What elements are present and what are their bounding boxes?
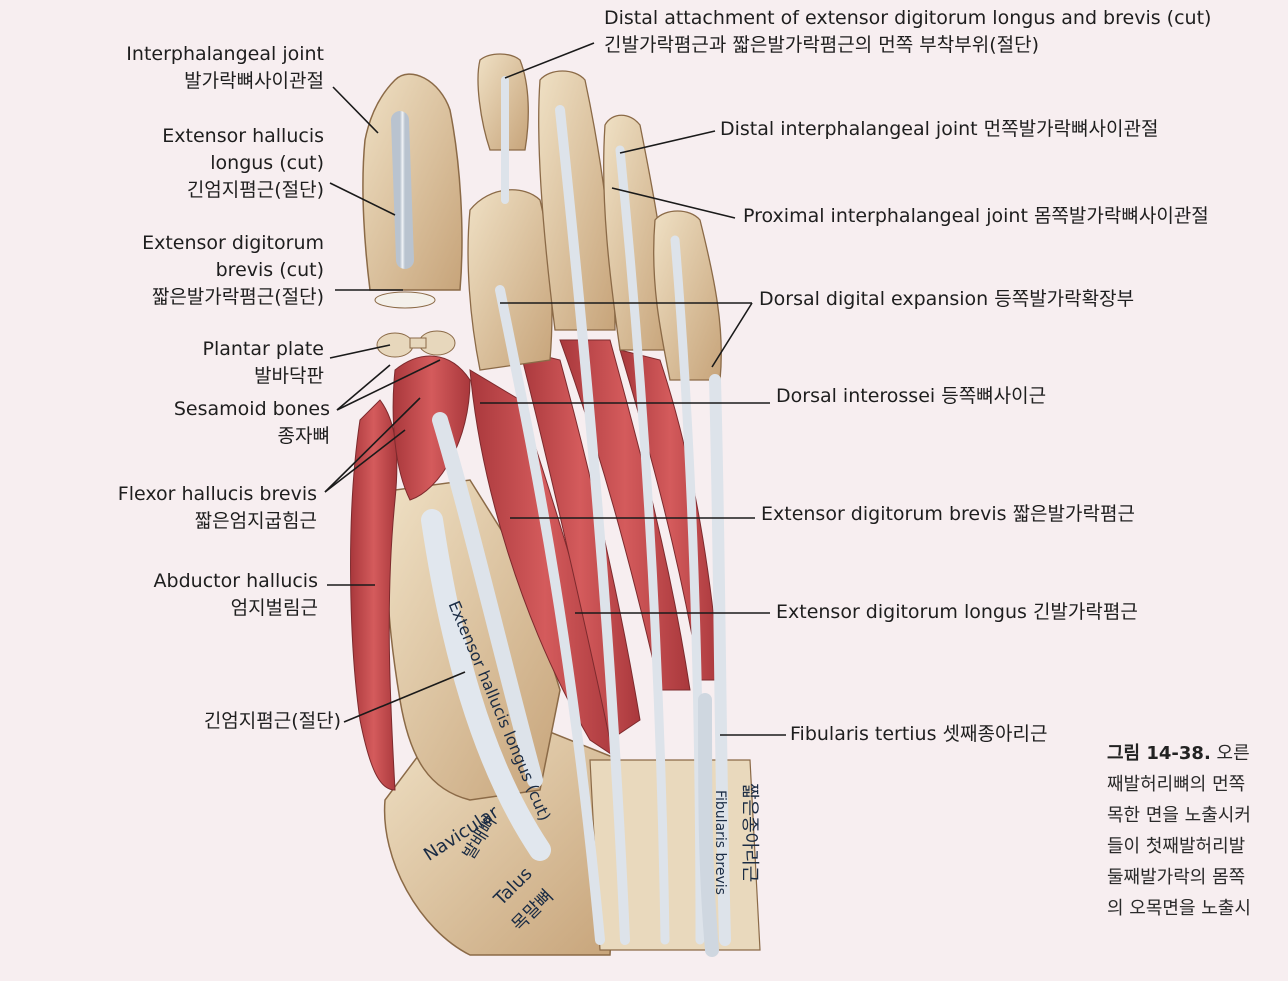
caption-line-4: 둘째발가락의 몸쪽 (1107, 867, 1246, 888)
caption-line-0: 오른 (1216, 743, 1250, 764)
edb-cut-ko: 짧은발가락폄근(절단) (151, 286, 324, 308)
plantar-plate-and-sesamoids (374, 291, 456, 358)
label-pip-joint: Proximal interphalangeal joint 몸쪽발가락뼈사이관… (743, 205, 1209, 227)
abductor-ko: 엄지벌림근 (230, 597, 318, 619)
distal-attachment-en: Distal attachment of extensor digitorum … (604, 7, 1212, 29)
figure-number: 그림 14-38. (1107, 743, 1211, 764)
label-edl: Extensor digitorum longus 긴발가락폄근 (776, 601, 1138, 623)
sesamoid-en: Sesamoid bones (173, 398, 330, 420)
plantar-plate-en: Plantar plate (202, 338, 325, 360)
label-edb: Extensor digitorum brevis 짧은발가락폄근 (761, 503, 1135, 525)
label-sesamoid-bones: Sesamoid bones 종자뼈 (60, 396, 330, 450)
ehl-ko-text: 긴엄지폄근(절단) (203, 710, 341, 732)
interphalangeal-en: Interphalangeal joint (126, 43, 324, 65)
ehl-cut-ko: 긴엄지폄근(절단) (186, 179, 324, 201)
label-abductor-hallucis: Abductor hallucis 엄지벌림근 (60, 568, 318, 622)
caption-line-2: 목한 면을 노출시커 (1107, 805, 1251, 826)
caption-line-3: 들이 첫째발허리발 (1107, 836, 1246, 857)
caption-line-5: 의 오목면을 노출시 (1107, 898, 1251, 919)
abductor-en: Abductor hallucis (153, 570, 318, 592)
label-flexor-hallucis-brevis: Flexor hallucis brevis 짧은엄지굽힘근 (40, 481, 317, 535)
figure-caption: 그림 14-38. 오른 째발허리뼈의 먼쪽 목한 면을 노출시커 들이 첫째발… (1107, 738, 1288, 924)
label-fibularis-tertius: Fibularis tertius 셋째종아리근 (790, 723, 1048, 745)
fibularis-brevis-en-label: Fibularis brevis (712, 790, 728, 895)
label-plantar-plate: Plantar plate 발바닥판 (60, 336, 325, 390)
edb-cut-line2: brevis (cut) (215, 259, 324, 281)
label-interphalangeal-joint: Interphalangeal joint 발가락뼈사이관절 (60, 41, 324, 95)
leader-lines (324, 42, 786, 736)
plantar-plate-ko: 발바닥판 (254, 365, 324, 387)
toe-bones (362, 53, 722, 381)
label-ehl-cut: Extensor hallucis longus (cut) 긴엄지폄근(절단) (60, 123, 324, 204)
edb-cut-line1: Extensor digitorum (142, 232, 324, 254)
sesamoid-ko: 종자뼈 (277, 425, 330, 447)
tendons (391, 76, 731, 957)
fibularis-brevis-ko-label: 짧은종아리근 (739, 783, 760, 883)
label-dorsal-digital-expansion: Dorsal digital expansion 등쪽발가락확장부 (759, 288, 1135, 310)
label-dip-joint: Distal interphalangeal joint 먼쪽발가락뼈사이관절 (720, 118, 1159, 140)
label-edb-cut: Extensor digitorum brevis (cut) 짧은발가락폄근(… (60, 230, 324, 311)
label-dorsal-interossei: Dorsal interossei 등쪽뼈사이근 (776, 385, 1047, 407)
fhb-ko: 짧은엄지굽힘근 (194, 510, 317, 532)
ehl-cut-line2: longus (cut) (210, 152, 324, 174)
ehl-cut-line1: Extensor hallucis (162, 125, 324, 147)
interphalangeal-ko: 발가락뼈사이관절 (184, 70, 324, 92)
distal-attachment-ko: 긴발가락폄근과 짧은발가락폄근의 먼쪽 부착부위(절단) (604, 34, 1039, 56)
caption-line-1: 째발허리뼈의 먼쪽 (1107, 774, 1246, 795)
label-distal-attachment: Distal attachment of extensor digitorum … (604, 5, 1211, 59)
fhb-en: Flexor hallucis brevis (117, 483, 317, 505)
label-ehl-ko: 긴엄지폄근(절단) (60, 708, 341, 735)
